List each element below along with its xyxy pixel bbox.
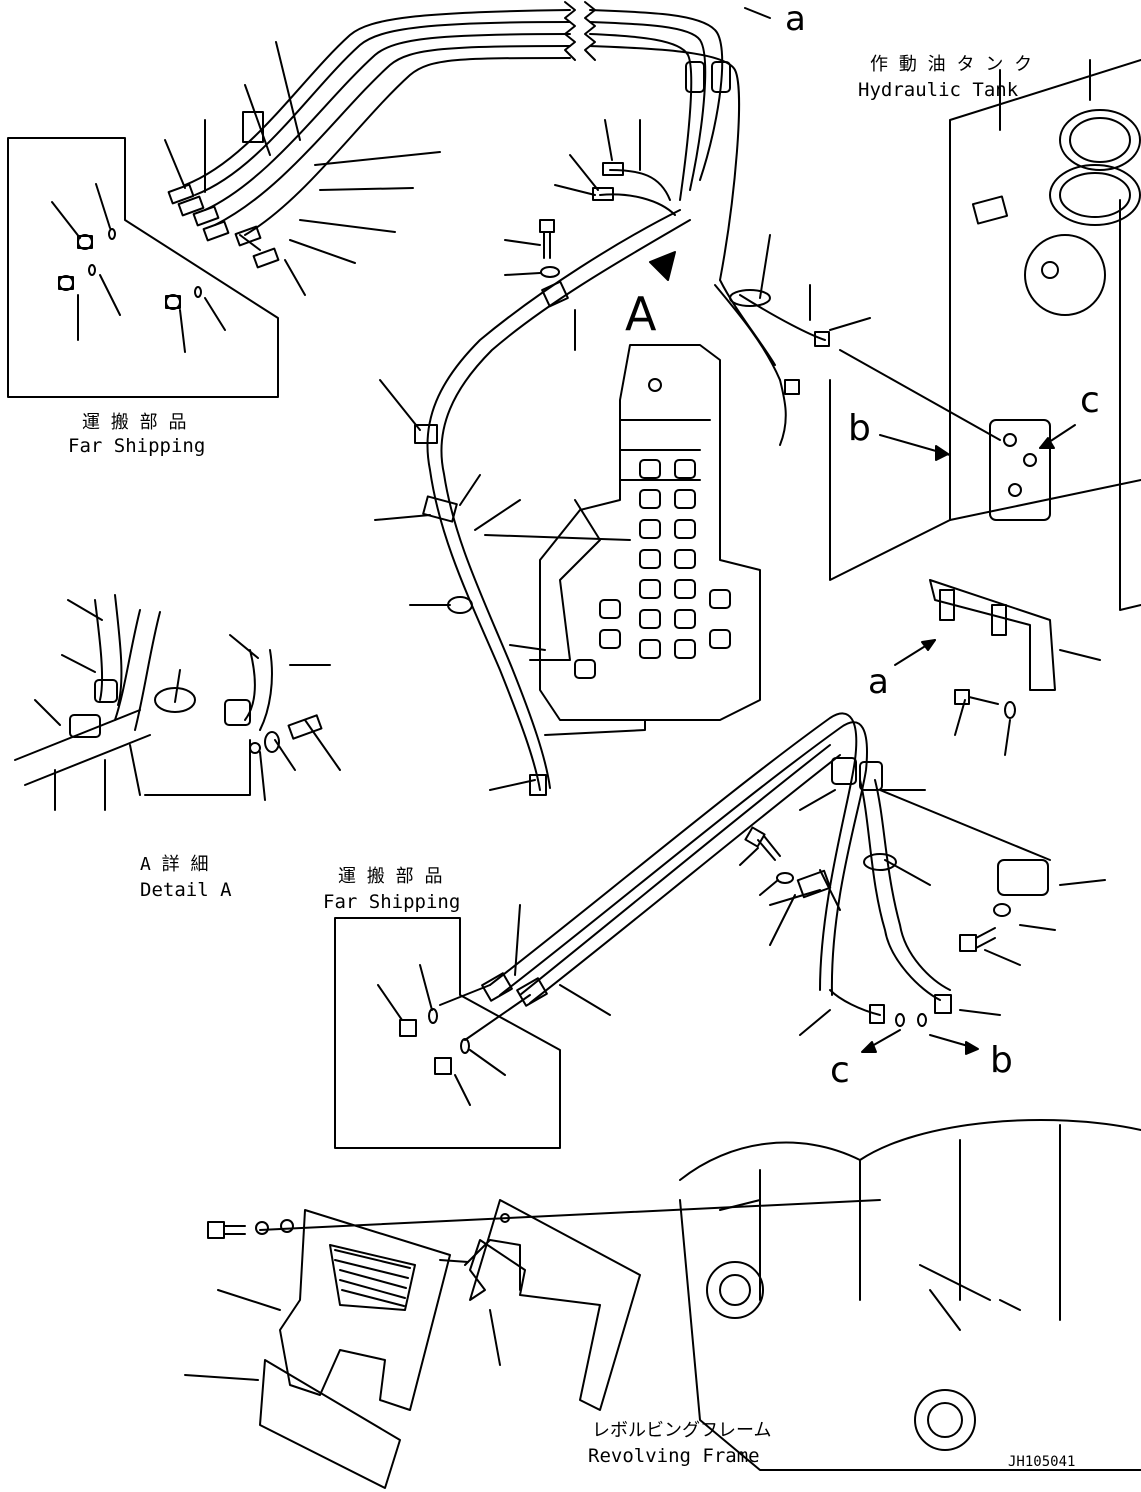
- revolving-frame-label: Revolving Frame: [588, 1445, 760, 1467]
- revolving-frame-label-jp: レボルビングフレーム: [592, 1420, 771, 1441]
- view-a-arrow: [649, 251, 676, 281]
- middle-hose: [374, 209, 691, 796]
- shipping-box-1: [7, 137, 279, 398]
- callout-a-mid: a: [868, 662, 889, 702]
- bracket: [894, 579, 1101, 756]
- main-hose-bundle: [184, 1, 771, 281]
- bc-arrows-lower: [861, 1029, 979, 1055]
- drawing-number: JH105041: [1008, 1454, 1075, 1470]
- callout-c-upper: c: [1080, 380, 1100, 421]
- revolving-frame: [259, 1119, 1141, 1471]
- shipping-label-jp-1: 運 搬 部 品: [82, 412, 187, 433]
- hydraulic-tank-label-jp: 作 動 油 タ ン ク: [870, 54, 1032, 75]
- detail-a-label: Detail A: [140, 879, 232, 901]
- shipping-box-2: [334, 917, 561, 1149]
- detail-a-label-jp: A 詳 細: [140, 854, 209, 875]
- bc-arrows-upper: [829, 349, 1076, 581]
- control-valve: [484, 344, 761, 736]
- detail-a: [14, 594, 341, 811]
- valve-spools: [574, 459, 731, 679]
- callout-a-top: a: [785, 0, 806, 39]
- shipping-label-2: Far Shipping: [323, 891, 460, 913]
- center-bolt: [504, 219, 576, 351]
- hydraulic-tank-label: Hydraulic Tank: [858, 79, 1019, 101]
- lower-bolts: [739, 826, 1106, 966]
- shipping-label-jp-2: 運 搬 部 品: [338, 866, 443, 887]
- callout-c-lower: c: [830, 1050, 850, 1091]
- callout-b-upper: b: [848, 408, 871, 449]
- leader-lines-top: [164, 41, 441, 296]
- hydraulic-tank: [949, 59, 1141, 611]
- shipping-label-1: Far Shipping: [68, 435, 205, 457]
- upper-small-hose: [554, 119, 871, 446]
- cover-plate-left: [184, 1209, 451, 1489]
- callout-view-a: A: [625, 287, 657, 341]
- hose-end-fittings: [167, 183, 280, 269]
- lower-hoses: [481, 712, 1051, 1036]
- callout-b-lower: b: [990, 1040, 1013, 1081]
- cover-plate-right: [439, 1199, 641, 1411]
